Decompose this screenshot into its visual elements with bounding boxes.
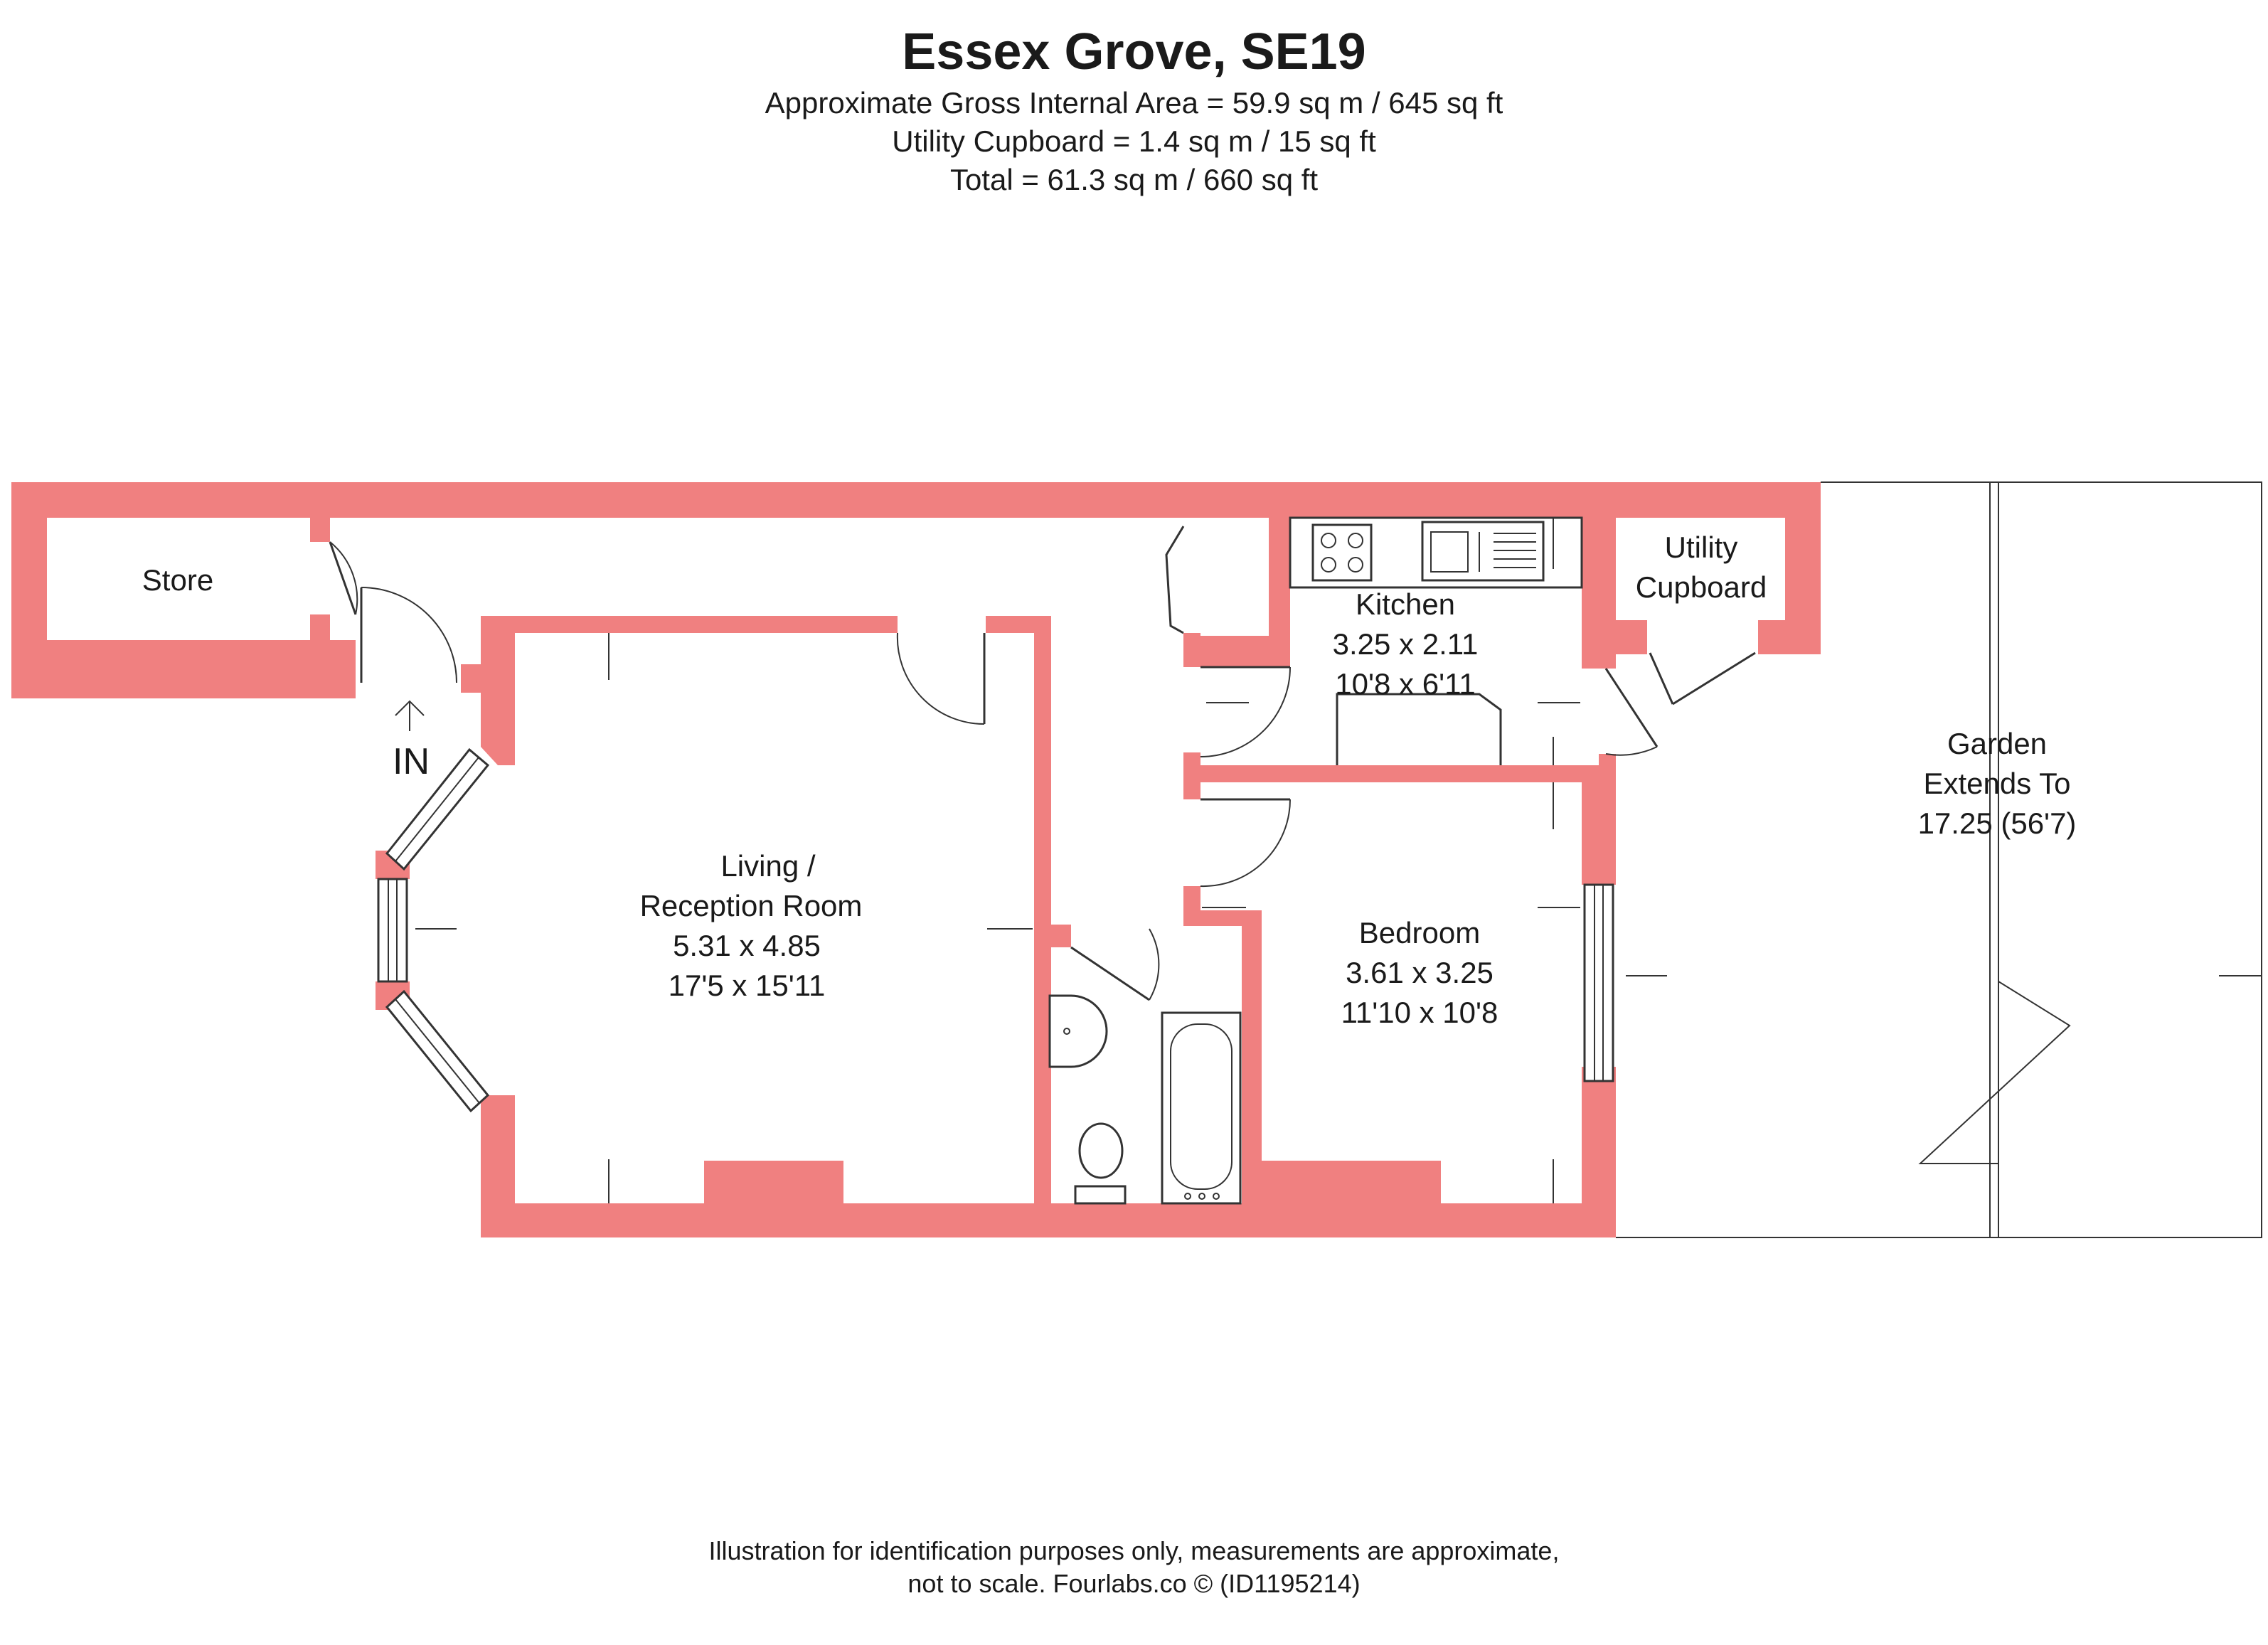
store-label: Store xyxy=(142,563,213,597)
footer: Illustration for identification purposes… xyxy=(0,1535,2268,1600)
bedroom-imperial: 11'10 x 10'8 xyxy=(1341,996,1498,1029)
hob-icon xyxy=(1311,523,1373,582)
garden-outline xyxy=(1616,481,2262,1238)
gross-area-line: Approximate Gross Internal Area = 59.9 s… xyxy=(765,86,1503,119)
living-metric: 5.31 x 4.85 xyxy=(673,929,821,962)
fixtures xyxy=(1048,516,1583,1205)
bath-icon xyxy=(1161,1011,1242,1205)
garden-name-line2: Extends To xyxy=(1923,767,2070,800)
entrance-label: IN xyxy=(393,741,430,782)
utility-area-line: Utility Cupboard = 1.4 sq m / 15 sq ft xyxy=(892,124,1376,158)
windows xyxy=(377,747,1614,1113)
kitchen-imperial: 10'8 x 6'11 xyxy=(1335,667,1475,701)
living-imperial: 17'5 x 15'11 xyxy=(669,969,826,1002)
living-name-line2: Reception Room xyxy=(640,889,863,922)
disclaimer-line2: not to scale. Fourlabs.co © (ID1195214) xyxy=(907,1569,1361,1598)
walls xyxy=(11,482,1821,1237)
garden-size: 17.25 (56'7) xyxy=(1918,806,2077,840)
room-labels: Store IN Living / Reception Room 5.31 x … xyxy=(142,531,2077,1029)
bedroom-metric: 3.61 x 3.25 xyxy=(1346,956,1494,989)
header: Essex Grove, SE19 Approximate Gross Inte… xyxy=(0,20,2268,199)
toilet-icon xyxy=(1078,1122,1124,1179)
garden-name-line1: Garden xyxy=(1947,727,2047,760)
doors xyxy=(329,526,1756,1001)
living-name-line1: Living / xyxy=(720,849,815,883)
basin-icon xyxy=(1048,994,1108,1068)
utility-name-line1: Utility xyxy=(1665,531,1738,564)
dimension-markers xyxy=(395,518,1667,1203)
utility-name-line2: Cupboard xyxy=(1636,570,1767,604)
disclaimer-line1: Illustration for identification purposes… xyxy=(708,1536,1560,1565)
kitchen-name: Kitchen xyxy=(1356,587,1455,621)
kitchen-metric: 3.25 x 2.11 xyxy=(1333,627,1479,661)
total-area-line: Total = 61.3 sq m / 660 sq ft xyxy=(949,163,1319,196)
bedroom-name: Bedroom xyxy=(1359,916,1480,949)
plan-title: Essex Grove, SE19 xyxy=(902,23,1366,80)
